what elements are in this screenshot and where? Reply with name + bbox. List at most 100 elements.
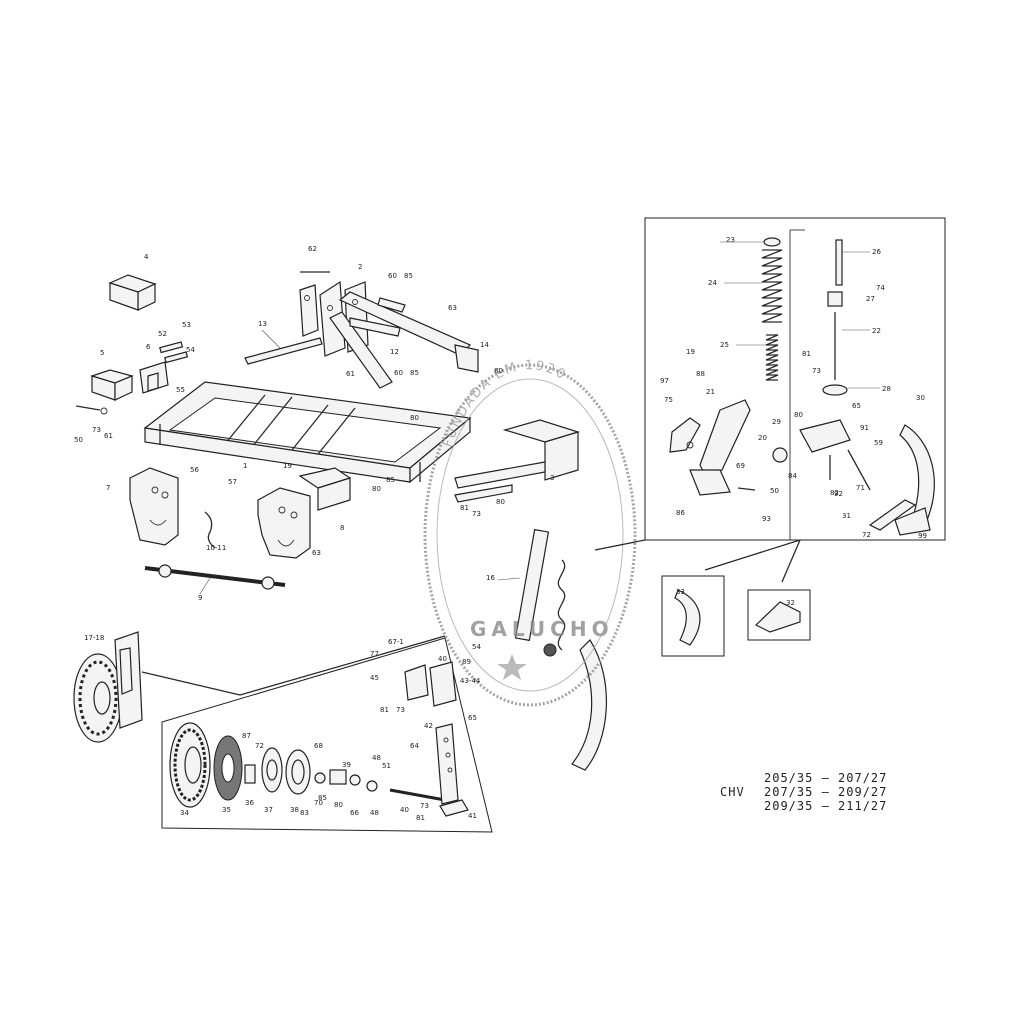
- callout-clamp-6: 6: [146, 343, 151, 351]
- callout-washer-80-detail: 80: [794, 411, 803, 419]
- callout-pin-57: 57: [228, 478, 237, 486]
- callout-nut-63-lower: 63: [312, 549, 321, 557]
- side-plate-7: [129, 467, 179, 546]
- callout-bolt-85-plate: 85: [386, 476, 395, 484]
- callout-nut-71: 71: [856, 484, 865, 492]
- callout-washer-80-hub: 80: [334, 801, 343, 809]
- callout-bolt-40: 40: [400, 806, 409, 814]
- callout-labels: 1 2 3 4 5 6 7 8 9 10-11 12 13 14 16 17-1…: [74, 236, 927, 822]
- callout-nut-83: 83: [300, 809, 309, 817]
- callout-nut-81-bracket: 81: [380, 706, 389, 714]
- callout-bolt-87: 87: [242, 732, 251, 740]
- callout-nut-63: 63: [448, 304, 457, 312]
- callout-bolt-85-lower: 85: [410, 369, 419, 377]
- model-codes: 205/35 — 207/27 CHV 207/35 — 209/27 209/…: [720, 771, 887, 813]
- callout-bolt-85: 85: [404, 272, 413, 280]
- callout-washer-65: 65: [468, 714, 477, 722]
- callout-bolt-55: 55: [176, 386, 185, 394]
- callout-hub-37: 37: [264, 806, 273, 814]
- side-plate-8: [257, 487, 311, 559]
- callout-clamp-43-44: 43-44: [460, 677, 481, 685]
- leader-lines: [199, 241, 880, 595]
- callout-washer-73: 73: [92, 426, 101, 434]
- callout-share-33: 33: [676, 588, 685, 596]
- callout-bolt-61: 61: [104, 432, 113, 440]
- callout-washer-80-link: 80: [494, 367, 503, 375]
- callout-foot-41: 41: [468, 812, 477, 820]
- callout-screw-64: 64: [410, 742, 419, 750]
- callout-bracket-45: 45: [370, 674, 379, 682]
- callout-washer-73-foot: 73: [420, 802, 429, 810]
- callout-sleeve-19: 19: [283, 462, 292, 470]
- callout-pin-26: 26: [872, 248, 881, 256]
- callout-tube-20: 20: [758, 434, 767, 442]
- callout-pin-56: 56: [190, 466, 199, 474]
- star-icon: [497, 654, 527, 680]
- axle-9: [144, 564, 286, 590]
- model-code-line-2: 207/35 — 209/27: [764, 785, 887, 799]
- clamp-5: [90, 369, 134, 401]
- callout-washer-66: 66: [350, 809, 359, 817]
- callout-nut-81-detail: 81: [802, 350, 811, 358]
- callout-plate-28: 28: [882, 385, 891, 393]
- callout-nut-81-foot: 81: [416, 814, 425, 822]
- shank-detail-panel: [644, 217, 946, 541]
- callout-pin-54: 54: [186, 346, 195, 354]
- callout-washer-80: 80: [410, 414, 419, 422]
- callout-shank-30: 30: [916, 394, 925, 402]
- bolt-50: [75, 405, 108, 415]
- model-code-line-1: 205/35 — 207/27: [764, 771, 887, 785]
- callout-rod-22: 22: [872, 327, 881, 335]
- callout-seal-70: 70: [314, 799, 323, 807]
- callout-bolt-50-detail: 50: [770, 487, 779, 495]
- callout-pin-53: 53: [182, 321, 191, 329]
- arm-13: [244, 337, 323, 365]
- hitch-tower: [299, 271, 479, 389]
- callout-bolt-50: 50: [74, 436, 83, 444]
- callout-pin-52: 52: [158, 330, 167, 338]
- callout-frame: 1: [243, 462, 247, 470]
- callout-lever-29: 29: [772, 418, 781, 426]
- callout-nut-60-lower: 60: [394, 369, 403, 377]
- callout-arm-13: 13: [258, 320, 267, 328]
- callout-drum-38: 38: [290, 806, 299, 814]
- callout-nut-86: 86: [676, 509, 685, 517]
- callout-brace-12: 12: [390, 348, 399, 356]
- callout-pin-82: 82: [830, 489, 839, 497]
- callout-nut-27: 27: [866, 295, 875, 303]
- callout-washer-73-bracket: 73: [396, 706, 405, 714]
- callout-ring-39: 39: [342, 761, 351, 769]
- callout-washer-65-detail: 65: [852, 402, 861, 410]
- callout-nut-92: 92: [834, 490, 843, 498]
- tine-16: [514, 528, 608, 771]
- share-33-box: [661, 575, 725, 657]
- callout-pin-77: 77: [370, 650, 379, 658]
- callout-bracket-4: 4: [144, 253, 149, 261]
- callout-cone-48-lower: 48: [370, 809, 379, 817]
- callout-washer-73-support: 73: [472, 510, 481, 518]
- stamp-bottom-text: GALUCHO: [470, 617, 614, 641]
- pin-52: [159, 341, 184, 354]
- callout-cap-68: 68: [314, 742, 323, 750]
- callout-post-42: 42: [424, 722, 433, 730]
- callout-link-14: 14: [480, 341, 489, 349]
- callout-cone-48: 48: [372, 754, 381, 762]
- sleeve-19: [298, 467, 352, 511]
- clamp-6: [139, 361, 169, 394]
- callout-support: 3: [550, 474, 554, 482]
- callout-side-plate-left: 7: [106, 484, 110, 492]
- callout-washer-75: 75: [664, 396, 673, 404]
- callout-nut-60: 60: [388, 272, 397, 280]
- callout-bolt-97: 97: [660, 377, 669, 385]
- wheel-exploded-panel: [161, 637, 493, 833]
- callout-bolt-40-top: 40: [438, 655, 447, 663]
- callout-rod-69: 69: [736, 462, 745, 470]
- callout-bolt-59: 59: [874, 439, 883, 447]
- callout-rim-35: 35: [222, 806, 231, 814]
- callout-nut-88: 88: [696, 370, 705, 378]
- callout-bolt-91: 91: [860, 424, 869, 432]
- callout-bolt-62: 62: [308, 245, 317, 253]
- callout-cap-23: 23: [726, 236, 735, 244]
- callout-washer-67: 67-1: [388, 638, 404, 646]
